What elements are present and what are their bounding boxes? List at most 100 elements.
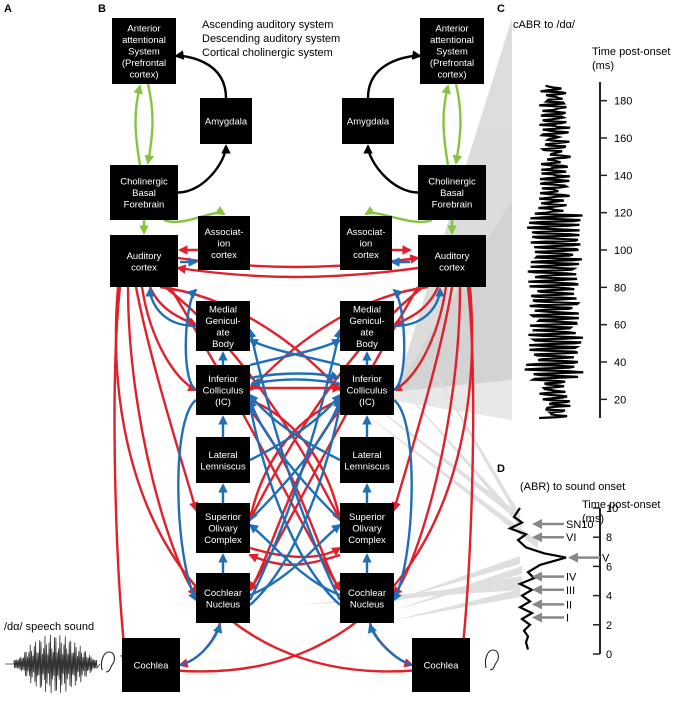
blue-path-19 (247, 398, 341, 521)
node-label: (Prefrontal (122, 58, 166, 69)
node-label: Olivary (208, 524, 238, 535)
node-box (340, 365, 394, 415)
green-attention-to-basal-R (452, 83, 463, 165)
node-label: ate (360, 327, 373, 338)
nodes: AnteriorattentionalSystem(Prefrontalcort… (110, 18, 486, 692)
node-box (110, 165, 178, 220)
node-amygdala-left: Amygdala (200, 98, 252, 144)
red-path-3 (140, 286, 198, 392)
node-label: System (128, 47, 160, 58)
node-box (340, 301, 394, 351)
node-box (418, 235, 486, 287)
blue-path-28 (177, 399, 198, 602)
blue-path-18 (249, 398, 343, 521)
connections (113, 50, 475, 676)
node-label: ion (360, 239, 373, 250)
abr-tick-label: 2 (606, 620, 612, 632)
cabr-tick-label: 40 (614, 357, 626, 369)
node-label: Amygdala (347, 117, 390, 128)
node-label: Cochlea (134, 661, 170, 672)
panel-label-d: D (497, 463, 505, 475)
speech-waveform: /dα/ speech sound (4, 621, 101, 694)
abr-wave-label: IV (566, 572, 577, 584)
node-label: Medial (209, 304, 237, 315)
blue-path-12 (249, 523, 342, 597)
abr-trace (507, 507, 567, 650)
red-path-12 (392, 286, 448, 392)
blue-path-23 (250, 377, 341, 388)
node-label: cortex (353, 250, 379, 261)
blue-path-21 (248, 393, 341, 462)
cabr-tick-label: 100 (614, 245, 632, 257)
node-label: Forebrain (124, 200, 165, 211)
node-label: Olivary (352, 524, 382, 535)
node-label: Cochlear (348, 588, 386, 599)
node-label: Amygdala (205, 117, 248, 128)
black-basal-to-amygdala-L (177, 144, 231, 194)
node-label: Cochlear (204, 588, 242, 599)
blue-path-29 (392, 399, 413, 602)
node-label: Genicul- (349, 316, 384, 327)
node-label: Superior (205, 512, 241, 523)
node-box (340, 437, 394, 483)
abr-axis-title-2: (ms) (582, 513, 604, 525)
red-path-8 (114, 286, 422, 676)
green-basal-to-assoc-R (364, 205, 433, 223)
legend-cholinergic: Cortical cholinergic system (202, 47, 333, 59)
node-label: cortex (439, 262, 465, 273)
panel-label-c: C (497, 3, 505, 15)
black-basal-to-amygdala-R (363, 144, 419, 194)
abr-title: (ABR) to sound onset (520, 481, 625, 493)
node-label: Genicul- (205, 316, 240, 327)
node-label: Complex (348, 535, 386, 546)
speech-sound-label: /dα/ speech sound (4, 621, 94, 633)
node-box (412, 638, 470, 692)
node-label: Basal (132, 188, 156, 199)
blue-path-16 (248, 328, 344, 601)
node-label: (IC) (215, 397, 231, 408)
blue-path-24 (249, 338, 342, 367)
cabr-tick-label: 140 (614, 170, 632, 182)
node-label: cortex (211, 250, 237, 261)
cabr-tick-label: 180 (614, 96, 632, 108)
node-box (122, 638, 180, 692)
abr-axis-title-1: Time post-onset (582, 499, 660, 511)
node-label: Lateral (352, 450, 381, 461)
node-label: attentional (122, 35, 166, 46)
left-ear-icon (100, 651, 115, 673)
band-abr-3 (360, 410, 538, 549)
node-cochlea-right: Cochlea (412, 638, 470, 692)
node-label: Colliculus (203, 386, 244, 397)
cabr-axis-title-1: Time post-onset (592, 46, 670, 58)
node-label: Colliculus (347, 386, 388, 397)
node-box (198, 216, 250, 270)
node-label: Lemniscus (200, 461, 246, 472)
blue-path-10 (179, 623, 223, 667)
red-path-1 (126, 286, 198, 597)
node-box (196, 437, 250, 483)
abr-wave-label: SN10 (566, 519, 594, 531)
cabr-tick-label: 20 (614, 394, 626, 406)
node-attention-left: AnteriorattentionalSystem(Prefrontalcort… (112, 18, 176, 84)
node-box (340, 216, 392, 270)
node-label: attentional (430, 35, 474, 46)
blue-path-14 (249, 403, 344, 606)
node-label: cortex (131, 262, 157, 273)
node-label: Auditory (435, 251, 470, 262)
node-label: Medial (353, 304, 381, 315)
node-label: Associat- (204, 227, 243, 238)
abr-wave-label: I (566, 613, 569, 625)
blue-path-25 (248, 338, 341, 367)
